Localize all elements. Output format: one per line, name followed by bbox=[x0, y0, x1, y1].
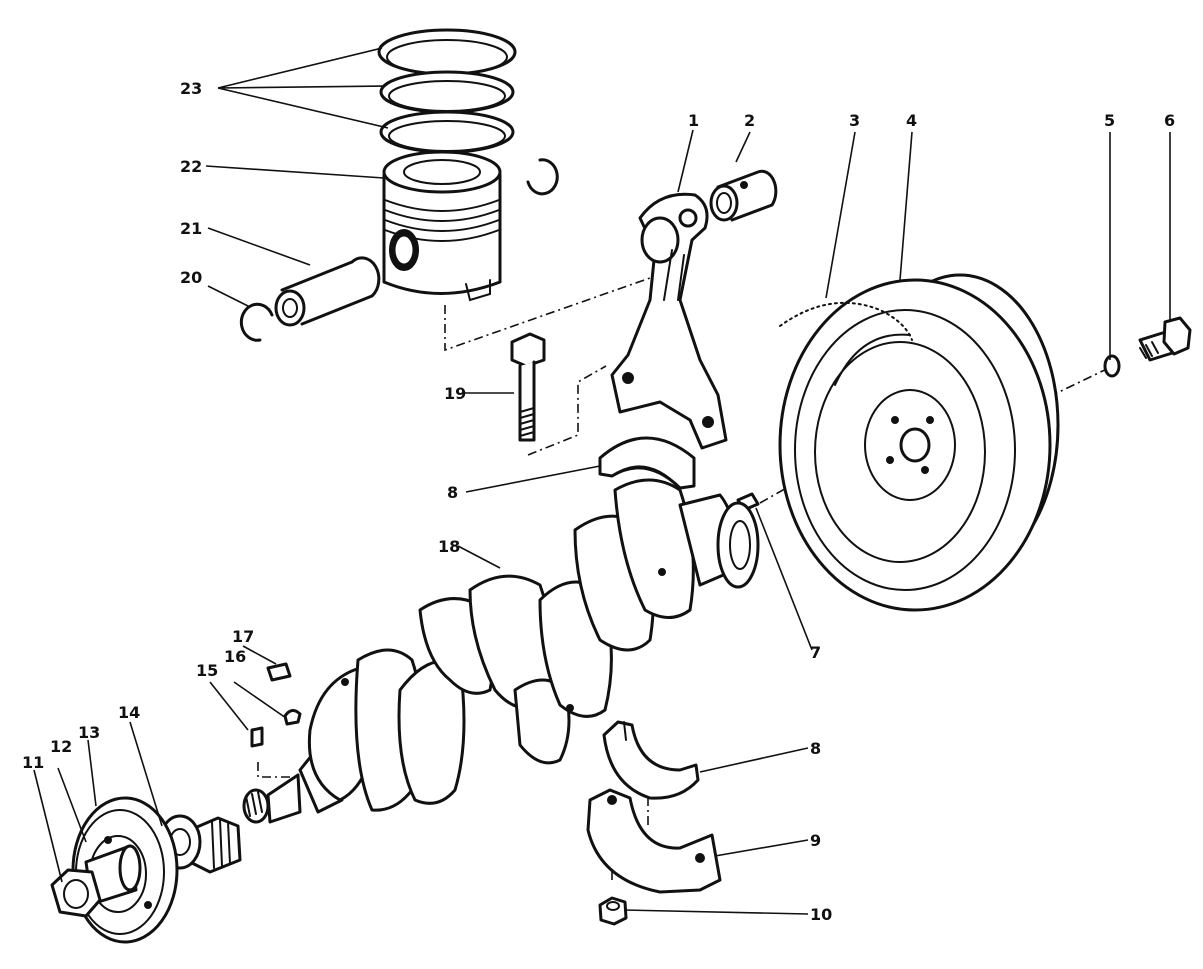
main-bearing-cap bbox=[586, 788, 722, 894]
flywheel-bolt-washer bbox=[1103, 354, 1121, 378]
flywheel-ring-gear bbox=[779, 301, 913, 341]
callout-17: 17 bbox=[232, 627, 254, 646]
piston-pin bbox=[274, 256, 381, 327]
callout-16: 16 bbox=[224, 647, 246, 666]
crankshaft-dowel-pin bbox=[266, 662, 292, 682]
woodruff-key bbox=[283, 709, 302, 726]
flywheel-bolt bbox=[1138, 316, 1192, 362]
piston bbox=[382, 150, 502, 302]
connecting-rod-bolt bbox=[510, 332, 546, 442]
leader-lines bbox=[33, 47, 1171, 915]
callout-11: 11 bbox=[22, 753, 44, 772]
pulley-key-centerline bbox=[257, 762, 300, 778]
callout-2: 2 bbox=[744, 111, 755, 130]
callout-15: 15 bbox=[196, 661, 218, 680]
bearing-cap-centerline bbox=[611, 795, 649, 880]
main-bearing-cap-nut bbox=[598, 896, 628, 926]
crankshaft bbox=[242, 478, 760, 824]
callout-6: 6 bbox=[1164, 111, 1175, 130]
callout-7: 7 bbox=[810, 643, 821, 662]
callout-labels: 1 2 3 4 5 6 7 8 8 9 10 11 12 13 14 15 16… bbox=[22, 79, 1175, 924]
callout-18: 18 bbox=[438, 537, 460, 556]
callout-8-upper: 8 bbox=[447, 483, 458, 502]
callout-23: 23 bbox=[180, 79, 202, 98]
flywheel-bolt-centerline bbox=[1031, 364, 1116, 406]
pulley-nut bbox=[50, 868, 102, 918]
piston-rings bbox=[377, 28, 517, 154]
callout-22: 22 bbox=[180, 157, 202, 176]
piston-pin-centerline bbox=[444, 277, 651, 352]
callout-19: 19 bbox=[444, 384, 466, 403]
big-end-bearing-shell bbox=[598, 436, 696, 490]
callout-13: 13 bbox=[78, 723, 100, 742]
callout-1: 1 bbox=[688, 111, 699, 130]
callout-9: 9 bbox=[810, 831, 821, 850]
callout-14: 14 bbox=[118, 703, 140, 722]
callout-4: 4 bbox=[906, 111, 917, 130]
piston-circlip-left bbox=[239, 302, 274, 342]
callout-20: 20 bbox=[180, 268, 202, 287]
callout-3: 3 bbox=[849, 111, 860, 130]
callout-10: 10 bbox=[810, 905, 832, 924]
connecting-rod bbox=[610, 192, 728, 450]
piston-circlip-right bbox=[526, 158, 559, 196]
flywheel bbox=[778, 273, 1060, 612]
callout-12: 12 bbox=[50, 737, 72, 756]
small-end-bush bbox=[709, 169, 778, 222]
callout-8-lower: 8 bbox=[810, 739, 821, 758]
crankshaft-pin bbox=[250, 726, 264, 748]
callout-5: 5 bbox=[1104, 111, 1115, 130]
main-bearing-shell bbox=[602, 720, 700, 800]
callout-21: 21 bbox=[180, 219, 202, 238]
rod-bolt-centerline bbox=[527, 365, 607, 456]
